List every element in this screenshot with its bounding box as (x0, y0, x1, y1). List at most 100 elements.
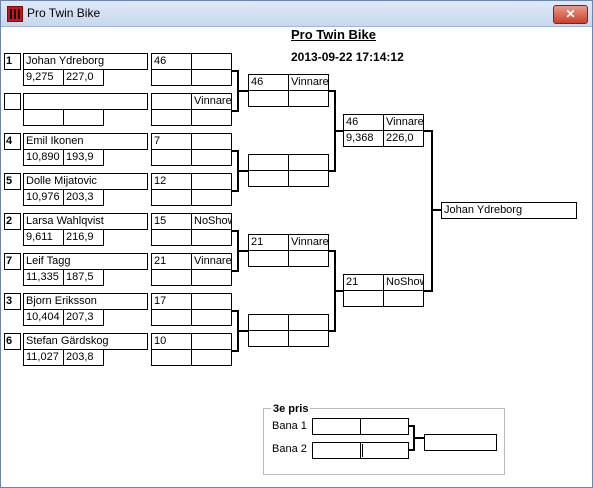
lane1-value[interactable] (312, 418, 361, 435)
third-place-winner[interactable] (424, 434, 497, 451)
rider-reaction[interactable]: 10,976 (23, 189, 64, 206)
r1-result[interactable] (191, 293, 232, 310)
rider-name[interactable]: Stefan Gärdskog (23, 333, 148, 350)
rider-speed[interactable]: 216,9 (63, 229, 104, 246)
rider-name[interactable]: Bjorn Eriksson (23, 293, 148, 310)
rider-reaction[interactable] (23, 109, 64, 126)
bracket-line (232, 350, 239, 352)
lane2-value[interactable] (312, 442, 361, 459)
r2-value[interactable] (248, 314, 289, 331)
r1-value[interactable]: 15 (151, 213, 192, 230)
rider-speed[interactable]: 227,0 (63, 69, 104, 86)
rider-name[interactable] (23, 93, 148, 110)
rider-speed[interactable]: 203,3 (63, 189, 104, 206)
r1-result[interactable]: Vinnare (191, 253, 232, 270)
r2-result[interactable] (288, 154, 329, 171)
r1-cell[interactable] (191, 69, 232, 86)
r2-value[interactable]: 21 (248, 234, 289, 251)
bracket-line (232, 110, 239, 112)
r1-value[interactable]: 17 (151, 293, 192, 310)
r1-cell[interactable] (151, 229, 192, 246)
bracket-line (237, 330, 248, 332)
r1-result[interactable] (191, 133, 232, 150)
r3-value[interactable]: 21 (343, 274, 384, 291)
r2-cell[interactable] (288, 250, 329, 267)
r1-result[interactable] (191, 53, 232, 70)
r1-cell[interactable] (191, 349, 232, 366)
bracket-line (329, 170, 336, 172)
rider-speed[interactable]: 207,3 (63, 309, 104, 326)
r2-cell[interactable] (248, 170, 289, 187)
r2-value[interactable] (248, 154, 289, 171)
r1-result[interactable] (191, 333, 232, 350)
bracket-line (413, 437, 424, 439)
bracket-line (237, 170, 248, 172)
r1-value[interactable]: 10 (151, 333, 192, 350)
r2-cell[interactable] (248, 330, 289, 347)
third-place-title: 3e pris (271, 403, 311, 415)
rider-speed[interactable]: 193,9 (63, 149, 104, 166)
page-title: Pro Twin Bike (291, 27, 376, 42)
r1-result[interactable] (191, 173, 232, 190)
r1-cell[interactable] (151, 109, 192, 126)
r2-cell[interactable] (288, 90, 329, 107)
rider-reaction[interactable]: 9,611 (23, 229, 64, 246)
title-bar: Pro Twin Bike ✕ (1, 1, 592, 27)
r1-cell[interactable] (191, 149, 232, 166)
r3-speed[interactable]: 226,0 (383, 130, 424, 147)
close-button[interactable]: ✕ (553, 5, 588, 24)
rider-speed[interactable]: 203,8 (63, 349, 104, 366)
r3-reaction[interactable]: 9,368 (343, 130, 384, 147)
seed-badge: 6 (4, 333, 21, 350)
final-winner[interactable]: Johan Ydreborg (441, 202, 577, 219)
r1-cell[interactable] (191, 269, 232, 286)
r1-cell[interactable] (151, 149, 192, 166)
r2-result[interactable]: Vinnare (288, 234, 329, 251)
lane2-result[interactable] (360, 442, 409, 459)
r3-speed[interactable] (383, 290, 424, 307)
rider-speed[interactable] (63, 109, 104, 126)
rider-name[interactable]: Leif Tagg (23, 253, 148, 270)
r3-reaction[interactable] (343, 290, 384, 307)
r2-cell[interactable] (248, 250, 289, 267)
rider-reaction[interactable]: 10,890 (23, 149, 64, 166)
rider-reaction[interactable]: 11,335 (23, 269, 64, 286)
r3-result[interactable]: NoShow (383, 274, 424, 291)
r1-cell[interactable] (191, 189, 232, 206)
r1-value[interactable]: 12 (151, 173, 192, 190)
r1-value[interactable] (151, 93, 192, 110)
r1-cell[interactable] (191, 229, 232, 246)
r3-result[interactable]: Vinnare (383, 114, 424, 131)
r1-value[interactable]: 7 (151, 133, 192, 150)
rider-speed[interactable]: 187,5 (63, 269, 104, 286)
rider-reaction[interactable]: 10,404 (23, 309, 64, 326)
r3-value[interactable]: 46 (343, 114, 384, 131)
r1-cell[interactable] (151, 189, 192, 206)
r1-cell[interactable] (151, 269, 192, 286)
r1-value[interactable]: 21 (151, 253, 192, 270)
r1-cell[interactable] (191, 109, 232, 126)
rider-reaction[interactable]: 9,275 (23, 69, 64, 86)
rider-reaction[interactable]: 11,027 (23, 349, 64, 366)
r2-result[interactable]: Vinnare (288, 74, 329, 91)
bracket-line (329, 90, 336, 92)
rider-name[interactable]: Johan Ydreborg (23, 53, 148, 70)
lane2-label: Bana 2 (272, 443, 307, 455)
r2-cell[interactable] (288, 170, 329, 187)
r1-cell[interactable] (191, 309, 232, 326)
r1-cell[interactable] (151, 349, 192, 366)
r1-result[interactable]: Vinnare (191, 93, 232, 110)
r1-result[interactable]: NoShow (191, 213, 232, 230)
r1-cell[interactable] (151, 69, 192, 86)
r2-value[interactable]: 46 (248, 74, 289, 91)
lane1-result[interactable] (360, 418, 409, 435)
r2-result[interactable] (288, 314, 329, 331)
rider-name[interactable]: Dolle Mijatovic (23, 173, 148, 190)
r2-cell[interactable] (288, 330, 329, 347)
r2-cell[interactable] (248, 90, 289, 107)
r1-value[interactable]: 46 (151, 53, 192, 70)
bracket-line (232, 190, 239, 192)
rider-name[interactable]: Emil Ikonen (23, 133, 148, 150)
rider-name[interactable]: Larsa Wahlqvist (23, 213, 148, 230)
r1-cell[interactable] (151, 309, 192, 326)
